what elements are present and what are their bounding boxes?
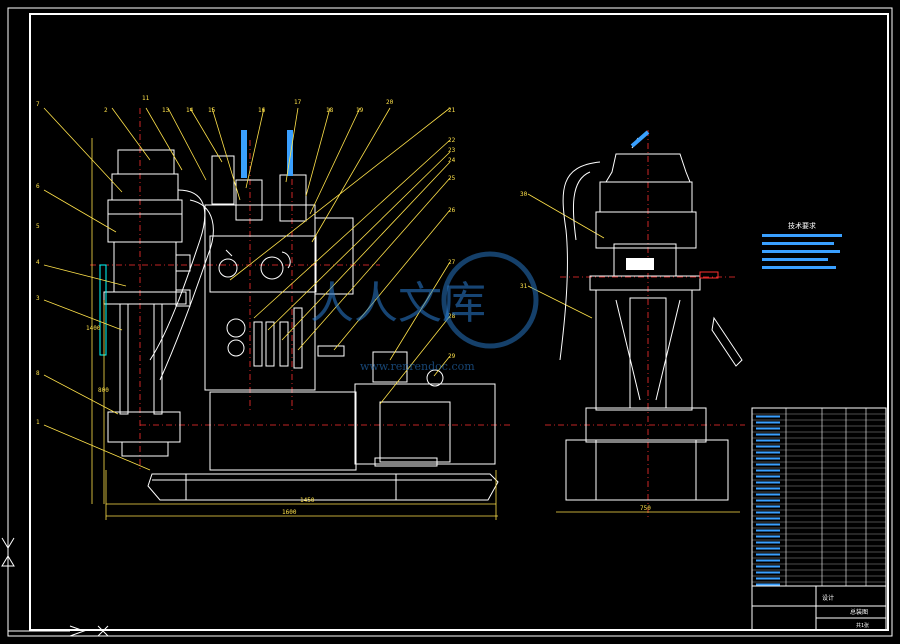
- tech-requirements: 技术要求: [762, 221, 842, 269]
- watermark-url: www.renrendoc.com: [360, 360, 475, 373]
- dim-1600: 1600: [282, 509, 297, 516]
- parts-row-entry: [756, 433, 780, 436]
- callout-28: 28: [448, 313, 456, 320]
- parts-row-entry: [756, 499, 780, 502]
- callout-16: 16: [258, 107, 266, 114]
- callout-7: 7: [36, 101, 40, 108]
- callout-15: 15: [208, 107, 216, 114]
- tech-requirements-title: 技术要求: [788, 221, 816, 230]
- control-panel: [204, 130, 354, 391]
- parts-row-entry: [756, 493, 780, 496]
- parts-row-entry: [756, 523, 780, 526]
- callout-24: 24: [448, 157, 456, 164]
- parts-row-entry: [756, 529, 780, 532]
- parts-row-entry: [756, 577, 780, 580]
- designer-label: 设计: [822, 594, 834, 602]
- drawing-name: 总装图: [850, 608, 868, 616]
- parts-row-entry: [756, 481, 780, 484]
- callout-21: 21: [448, 107, 456, 114]
- callout-5: 5: [36, 223, 40, 230]
- callout-31: 31: [520, 283, 528, 290]
- watermark-text: 人人文库: [310, 278, 486, 329]
- press-column: [99, 149, 214, 457]
- side-view: 750: [545, 130, 745, 520]
- parts-row-entry: [756, 511, 780, 514]
- callout-25: 25: [448, 175, 456, 182]
- dim-800: 800: [98, 387, 109, 394]
- parts-row-entry: [756, 547, 780, 550]
- parts-row-entry: [756, 469, 780, 472]
- dim-1400: 1400: [86, 325, 101, 332]
- parts-row-entry: [756, 553, 780, 556]
- parts-row-entry: [756, 535, 780, 538]
- callout-14: 14: [186, 107, 194, 114]
- callout-3: 3: [36, 295, 40, 302]
- parts-row-entry: [756, 541, 780, 544]
- callout-19: 19: [356, 107, 364, 114]
- parts-row-entry: [756, 487, 780, 490]
- parts-row-entry: [756, 559, 780, 562]
- dim-1450: 1450: [300, 497, 315, 504]
- parts-row-entry: [756, 457, 780, 460]
- callout-4: 4: [36, 259, 40, 266]
- base-skid: [147, 473, 499, 501]
- callout-22: 22: [448, 137, 456, 144]
- parts-row-entry: [756, 427, 780, 430]
- parts-row-entry: [756, 415, 780, 418]
- parts-row-entry: [756, 439, 780, 442]
- callout-8: 8: [36, 370, 40, 377]
- parts-row-entry: [756, 463, 780, 466]
- callout-20: 20: [386, 99, 394, 106]
- parts-row-entry: [756, 451, 780, 454]
- callout-30: 30: [520, 191, 528, 198]
- callout-27: 27: [448, 259, 456, 266]
- callout-13: 13: [162, 107, 170, 114]
- callout-11: 11: [142, 95, 150, 102]
- parts-row-entry: [756, 445, 780, 448]
- parts-row-entry: [756, 565, 780, 568]
- parts-row-entry: [756, 517, 780, 520]
- parts-row-entry: [756, 475, 780, 478]
- callout-26: 26: [448, 207, 456, 214]
- callout-23: 23: [448, 147, 456, 154]
- parts-row-entry: [756, 571, 780, 574]
- parts-row-entry: [756, 505, 780, 508]
- front-view: 1450 1600 1400 800: [36, 95, 605, 520]
- sheet-count: 共1张: [856, 622, 869, 629]
- callout-2: 2: [104, 107, 108, 114]
- front-dimensions: 1450 1600 1400 800: [86, 138, 498, 520]
- dim-750: 750: [640, 505, 651, 512]
- callout-6: 6: [36, 183, 40, 190]
- drawing-frame: [1, 7, 893, 637]
- parts-row-entry: [756, 583, 780, 586]
- parts-list-table: 设计 总装图 共1张: [751, 407, 887, 631]
- callout-17: 17: [294, 99, 302, 106]
- motor-unit: [209, 351, 496, 471]
- parts-row-entry: [756, 421, 780, 424]
- callout-1: 1: [36, 419, 40, 426]
- callout-labels: 7 6 5 4 3 8 1 2 11 13 14 15 16 17 18 19 …: [36, 95, 528, 426]
- callout-18: 18: [326, 107, 334, 114]
- leader-lines: [43, 107, 605, 471]
- callout-29: 29: [448, 353, 456, 360]
- watermark: 人人文库 www.renrendoc.com: [310, 251, 539, 373]
